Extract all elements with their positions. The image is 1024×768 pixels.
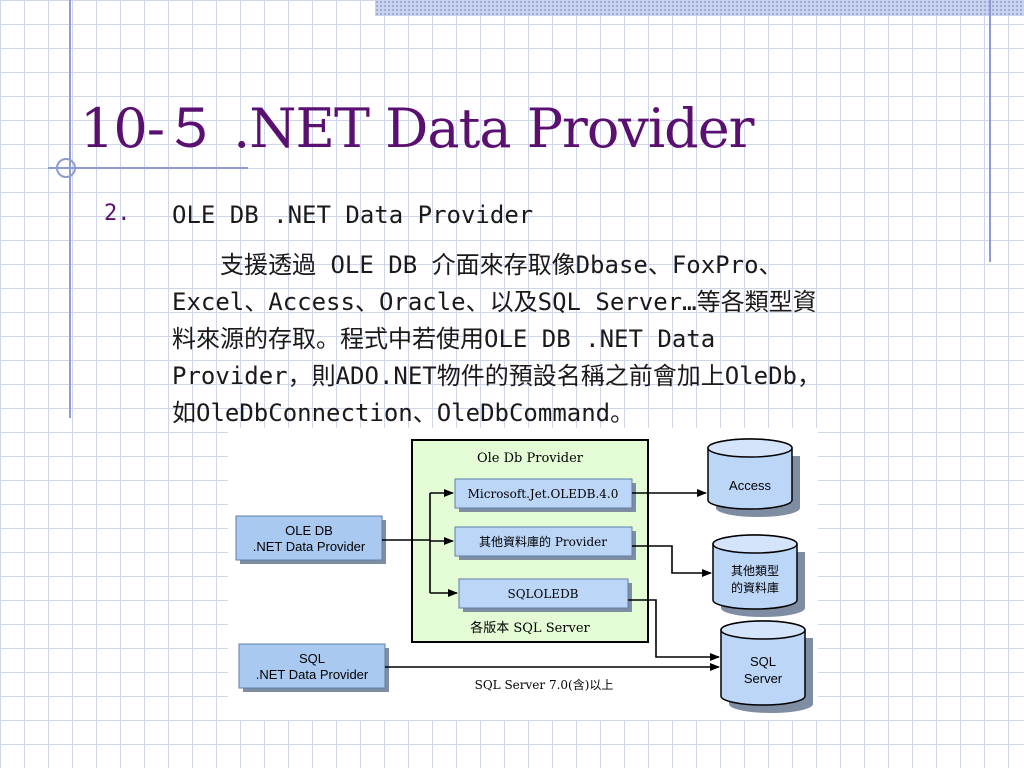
arrow-sqloledb-to-sqlserver bbox=[628, 599, 720, 661]
sql-client-line2: .NET Data Provider bbox=[256, 667, 369, 682]
oledb-client-line1: OLE DB bbox=[285, 523, 333, 538]
db-sql-line1: SQL bbox=[750, 654, 776, 669]
db-access-label: Access bbox=[729, 478, 771, 493]
bullet-number: 2. bbox=[104, 201, 131, 226]
sqloledb-box: SQLOLEDB bbox=[458, 578, 632, 612]
title-underline-rule bbox=[48, 167, 248, 169]
body-line-3: 料來源的存取。程式中若使用OLE DB .NET Data bbox=[172, 325, 716, 353]
sqloledb-label: SQLOLEDB bbox=[507, 587, 578, 601]
sql-client-line1: SQL bbox=[299, 651, 325, 666]
other-provider-box: 其他資料庫的 Provider bbox=[454, 526, 636, 560]
db-other-line2: 的資料庫 bbox=[731, 580, 779, 595]
sql-dotnet-provider-box: SQL .NET Data Provider bbox=[238, 643, 389, 692]
bullet-body: 支援透過 OLE DB 介面來存取像Dbase、FoxPro、 Excel、Ac… bbox=[172, 247, 972, 432]
bullet-heading: OLE DB .NET Data Provider bbox=[172, 201, 534, 229]
slide-title: 10-５ .NET Data Provider bbox=[80, 97, 754, 160]
other-database-cylinder: 其他類型 的資料庫 bbox=[712, 534, 805, 617]
other-provider-label: 其他資料庫的 Provider bbox=[479, 534, 607, 549]
top-dotted-band bbox=[375, 0, 1024, 16]
arrow-other-to-otherdb bbox=[632, 545, 712, 577]
oledb-dotnet-provider-box: OLE DB .NET Data Provider bbox=[235, 515, 386, 564]
sql-server-database-cylinder: SQL Server bbox=[720, 620, 813, 713]
provider-box-title: Ole Db Provider bbox=[477, 451, 584, 466]
body-line-4: Provider，則ADO.NET物件的預設名稱之前會加上OleDb， bbox=[172, 362, 821, 390]
jet-provider-box: Microsoft.Jet.OLEDB.4.0 bbox=[454, 478, 636, 512]
provider-box-footer: 各版本 SQL Server bbox=[470, 620, 590, 636]
db-sql-line2: Server bbox=[744, 671, 783, 686]
ring-ornament bbox=[56, 158, 76, 178]
body-line-1: 支援透過 OLE DB 介面來存取像Dbase、FoxPro、 bbox=[220, 251, 783, 279]
sql-link-label: SQL Server 7.0(含)以上 bbox=[475, 677, 614, 692]
right-vertical-rule bbox=[989, 0, 991, 262]
db-other-line1: 其他類型 bbox=[731, 564, 779, 578]
left-vertical-rule bbox=[69, 0, 71, 418]
oledb-client-line2: .NET Data Provider bbox=[253, 539, 366, 554]
jet-provider-label: Microsoft.Jet.OLEDB.4.0 bbox=[468, 487, 619, 501]
body-line-2: Excel、Access、Oracle、以及SQL Server…等各類型資 bbox=[172, 288, 817, 316]
body-line-5: 如OleDbConnection、OleDbCommand。 bbox=[172, 399, 635, 427]
access-database-cylinder: Access bbox=[707, 438, 800, 517]
diagram-connectors bbox=[382, 489, 720, 671]
